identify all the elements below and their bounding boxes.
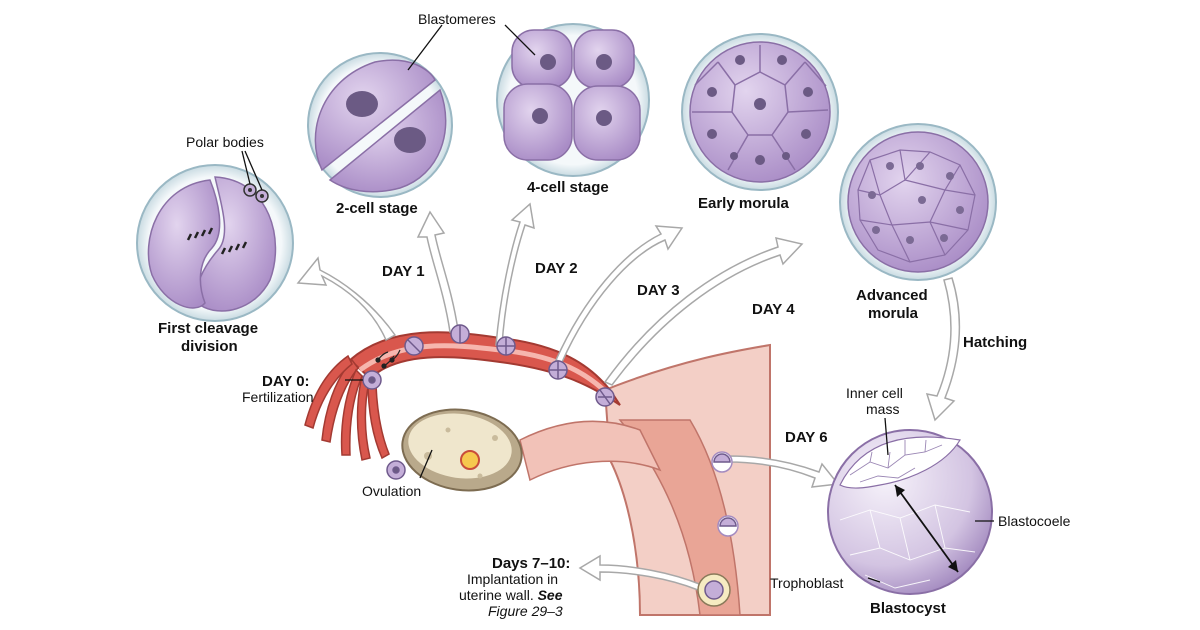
label-advanced-morula-2: morula — [868, 305, 919, 322]
label-day6: DAY 6 — [785, 429, 828, 446]
uterine-tube-and-uterus — [304, 331, 771, 616]
ovulated-oocyte — [386, 460, 406, 480]
arrow-day4 — [603, 237, 804, 386]
label-four-cell: 4-cell stage — [527, 179, 609, 196]
blastocyst — [827, 429, 993, 595]
blastocoele-arrow — [894, 484, 959, 573]
early-morula — [681, 33, 839, 191]
label-trophoblast: Trophoblast — [770, 575, 844, 591]
label-blastocoele: Blastocoele — [998, 513, 1071, 529]
zygote-in-tube — [362, 370, 382, 390]
broad-ligament — [519, 420, 662, 482]
arrow-day6 — [727, 455, 840, 488]
label-ovulation: Ovulation — [362, 483, 421, 499]
uterine-tube — [348, 331, 621, 406]
label-day1: DAY 1 — [382, 263, 425, 280]
two-cell-embryo — [307, 52, 453, 198]
label-first-cleavage-2: division — [181, 338, 238, 355]
labels: Blastomeres Polar bodies 2-cell stage 4-… — [158, 11, 1071, 619]
implanting-blastocyst — [697, 573, 731, 607]
label-day3: DAY 3 — [637, 282, 680, 299]
ovarian-follicle — [460, 450, 480, 470]
label-day2: DAY 2 — [535, 260, 578, 277]
label-inner-cell-2: mass — [866, 401, 899, 417]
label-early-morula: Early morula — [698, 195, 790, 212]
label-advanced-morula-1: Advanced — [856, 287, 928, 304]
arrow-day2 — [495, 202, 535, 346]
label-implant-3: Figure 29–3 — [488, 603, 563, 619]
label-blastocyst: Blastocyst — [870, 600, 946, 617]
label-implant-1: Implantation in — [467, 571, 558, 587]
label-day4: DAY 4 — [752, 301, 795, 318]
tube-embryos — [362, 324, 739, 607]
embryo-day1 — [450, 324, 470, 344]
label-days-7-10: Days 7–10: — [492, 555, 570, 572]
label-two-cell: 2-cell stage — [336, 200, 418, 217]
label-implant-2: uterine wall. See — [459, 587, 563, 603]
leader-lines — [241, 24, 994, 583]
four-cell-embryo — [496, 23, 650, 177]
uterine-wall — [618, 419, 741, 616]
label-first-cleavage-1: First cleavage — [158, 320, 258, 337]
first-cleavage-cell — [136, 164, 294, 322]
label-blastomeres: Blastomeres — [418, 11, 496, 27]
label-day0: DAY 0: — [262, 373, 310, 390]
arrow-implantation — [578, 554, 704, 591]
embryo-day4 — [595, 387, 615, 407]
label-hatching: Hatching — [963, 334, 1027, 351]
label-implant-2b: See — [538, 587, 563, 603]
stage-arrows — [296, 202, 961, 591]
arrow-day0 — [296, 256, 397, 342]
embryo-day2 — [496, 336, 516, 356]
chromosomes — [186, 227, 248, 255]
sperm-cells — [375, 349, 401, 369]
arrow-day1 — [416, 210, 459, 333]
label-fertilization: Fertilization — [242, 389, 314, 405]
blastocyst-in-uterus-1 — [711, 451, 733, 473]
embryo-day0b — [404, 336, 424, 356]
blastocyst-in-uterus-2 — [717, 515, 739, 537]
label-polar-bodies: Polar bodies — [186, 134, 264, 150]
advanced-morula — [839, 123, 997, 281]
arrow-day3 — [554, 225, 684, 363]
embryo-day3 — [548, 360, 568, 380]
label-inner-cell-1: Inner cell — [846, 385, 903, 401]
label-implant-2a: uterine wall. — [459, 587, 534, 603]
arrow-hatching — [925, 277, 961, 422]
